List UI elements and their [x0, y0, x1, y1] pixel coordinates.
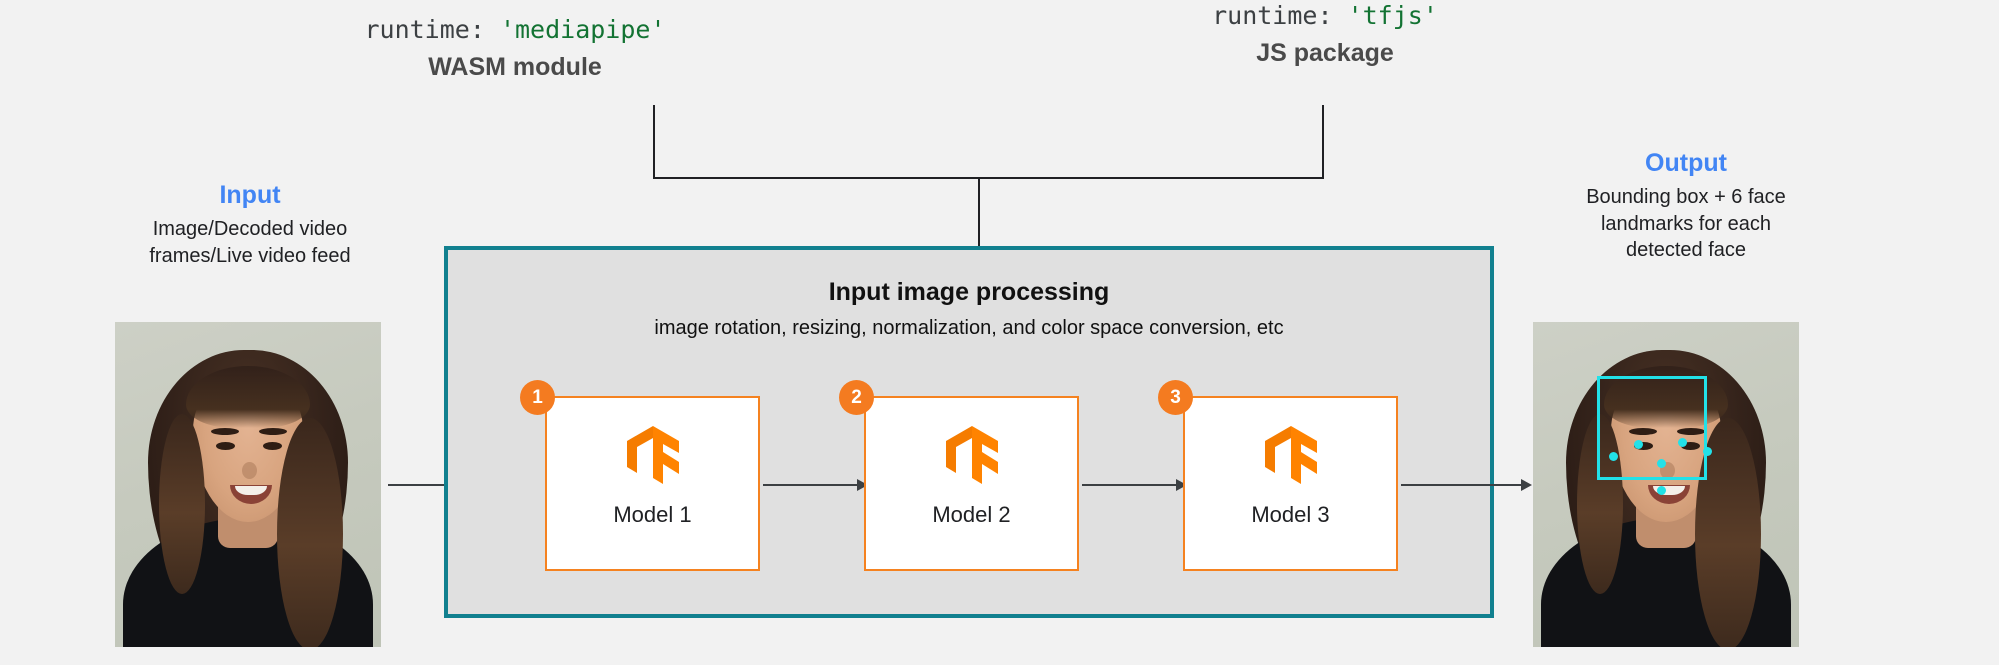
runtime-code-tfjs: runtime: 'tfjs': [1120, 0, 1530, 31]
photo-brow-right: [259, 428, 287, 435]
arrow-model2-to-model3-head: [1176, 479, 1187, 491]
runtime-code-mediapipe: runtime: 'mediapipe': [310, 14, 720, 45]
output-label-block: Output Bounding box + 6 face landmarks f…: [1536, 148, 1836, 263]
photo-teeth: [235, 486, 267, 495]
input-photo: [115, 322, 381, 647]
bracket-left-stem: [653, 105, 655, 179]
input-title: Input: [219, 181, 281, 209]
output-title: Output: [1645, 149, 1727, 177]
bracket-down-stem: [978, 177, 980, 247]
processing-subtitle: image rotation, resizing, normalization,…: [654, 317, 1284, 339]
hair-strand-right: [277, 418, 343, 647]
input-description: Image/Decoded video frames/Live video fe…: [110, 216, 390, 269]
bracket-horizontal: [653, 177, 1324, 179]
output-description-line-3: detected face: [1625, 239, 1747, 262]
photo-eye-left: [216, 442, 235, 450]
runtime-code-value: 'mediapipe': [499, 15, 666, 44]
tensorflow-logo-icon: [945, 426, 998, 484]
runtime-code-prefix: runtime:: [1212, 1, 1333, 30]
photo-brow-left: [211, 428, 239, 435]
model-card-3[interactable]: Model 3: [1183, 396, 1398, 571]
face-bounding-box: [1597, 376, 1707, 480]
photo-brow-left: [1629, 428, 1657, 435]
photo-brow-right: [1677, 428, 1705, 435]
model-badge-3: 3: [1158, 380, 1193, 415]
output-description: Bounding box + 6 face landmarks for each…: [1536, 184, 1836, 263]
photo-fringe: [186, 366, 310, 428]
model-card-2[interactable]: Model 2: [864, 396, 1079, 571]
model-label-1: Model 1: [613, 502, 692, 527]
photo-eye-right: [1681, 442, 1700, 450]
tensorflow-logo-icon: [626, 426, 679, 484]
model-label-2: Model 2: [932, 502, 1011, 527]
arrow-model2-to-model3-line: [1082, 484, 1182, 486]
runtime-label-tfjs: runtime: 'tfjs' JS package: [1120, 0, 1530, 70]
hair-strand-left: [159, 414, 205, 594]
output-description-line-1: Bounding box + 6 face: [1586, 186, 1786, 209]
arrow-pipeline-to-output-head: [1521, 479, 1532, 491]
landmark-nose: [1657, 459, 1666, 468]
landmark-eye-right: [1678, 438, 1687, 447]
hair-strand-left: [1577, 414, 1623, 594]
landmark-ear-right: [1703, 447, 1712, 456]
tensorflow-logo-icon: [1264, 426, 1317, 484]
processing-title: Input image processing: [828, 278, 1110, 306]
runtime-subtitle-wasm: WASM module: [428, 53, 602, 82]
runtime-code-prefix: runtime:: [364, 15, 485, 44]
input-description-line-2: frames/Live video feed: [149, 244, 351, 267]
photo-teeth: [1653, 486, 1685, 495]
model-label-3: Model 3: [1251, 502, 1330, 527]
landmark-ear-left: [1609, 452, 1618, 461]
model-badge-2: 2: [839, 380, 874, 415]
arrow-model1-to-model2-head: [857, 479, 868, 491]
photo-eye-left: [1634, 442, 1653, 450]
landmark-eye-left: [1634, 440, 1643, 449]
model-badge-1: 1: [520, 380, 555, 415]
runtime-code-value: 'tfjs': [1347, 1, 1438, 30]
input-label-block: Input Image/Decoded video frames/Live vi…: [110, 180, 390, 269]
output-description-line-2: landmarks for each: [1600, 212, 1772, 235]
arrow-model1-to-model2-line: [763, 484, 863, 486]
runtime-label-mediapipe: runtime: 'mediapipe' WASM module: [310, 14, 720, 84]
runtime-subtitle-jspackage: JS package: [1256, 39, 1394, 68]
arrow-pipeline-to-output-line: [1401, 484, 1526, 486]
photo-nose: [242, 462, 257, 479]
photo-eye-right: [263, 442, 282, 450]
output-photo: [1533, 322, 1799, 647]
bracket-right-stem: [1322, 105, 1324, 179]
input-description-line-1: Image/Decoded video: [152, 218, 348, 241]
model-card-1[interactable]: Model 1: [545, 396, 760, 571]
landmark-mouth: [1657, 486, 1666, 495]
